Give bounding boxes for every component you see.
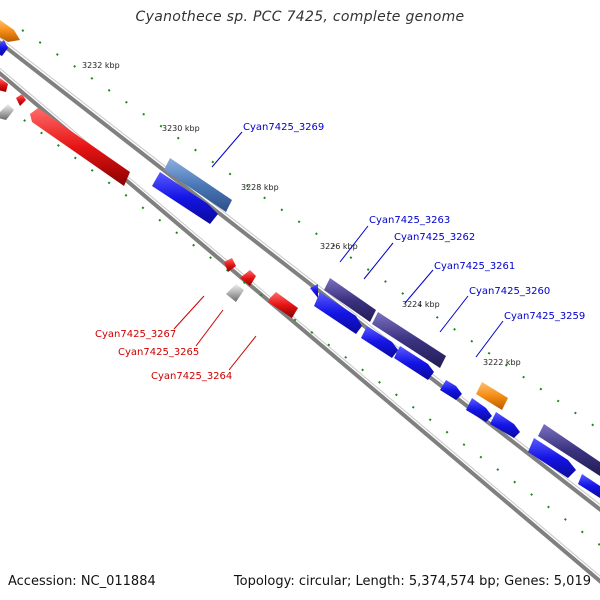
gene-feature[interactable]	[361, 326, 398, 358]
map-title: Cyanothece sp. PCC 7425, complete genome	[135, 9, 465, 25]
genome-summary-text: Topology: circular; Length: 5,374,574 bp…	[233, 574, 591, 589]
gene-feature[interactable]	[372, 312, 446, 368]
gene-feature[interactable]	[324, 278, 376, 322]
plus-strand-features[interactable]	[0, 20, 600, 498]
gene-feature[interactable]	[476, 382, 508, 410]
tick-label: 3222 kbp	[483, 358, 521, 367]
gene-feature[interactable]	[0, 104, 14, 120]
gene-label[interactable]: Cyan7425_3262	[394, 232, 475, 243]
gene-feature[interactable]	[152, 172, 218, 224]
gene-feature[interactable]	[16, 94, 26, 106]
plus-gene-labels	[211, 131, 504, 358]
gene-feature[interactable]	[224, 258, 236, 272]
gene-feature[interactable]	[310, 284, 318, 298]
gene-label[interactable]: Cyan7425_3259	[504, 311, 585, 322]
gene-feature[interactable]	[30, 108, 130, 186]
tick-label: 3226 kbp	[320, 242, 358, 251]
gene-feature[interactable]	[268, 292, 298, 318]
gene-label[interactable]: Cyan7425_3263	[369, 215, 450, 226]
gene-feature[interactable]	[490, 412, 520, 438]
tick-label: 3228 kbp	[241, 183, 279, 192]
gene-feature[interactable]	[0, 78, 8, 92]
accession-text: Accession: NC_011884	[8, 574, 156, 589]
gene-feature[interactable]	[314, 292, 362, 334]
gene-feature[interactable]	[528, 438, 576, 478]
gene-feature[interactable]	[240, 270, 256, 286]
gene-label[interactable]: Cyan7425_3264	[151, 371, 232, 382]
gene-label[interactable]: Cyan7425_3269	[243, 122, 324, 133]
scale-labels: 3232 kbp 3230 kbp 3228 kbp 3226 kbp 3224…	[82, 61, 521, 367]
gene-feature[interactable]	[164, 158, 232, 212]
gene-label[interactable]: Cyan7425_3267	[95, 329, 176, 340]
gene-label[interactable]: Cyan7425_3265	[118, 347, 199, 358]
tick-label: 3230 kbp	[162, 124, 200, 133]
gene-feature[interactable]	[0, 40, 8, 56]
scale-ticks	[0, 29, 600, 546]
gene-feature[interactable]	[226, 284, 244, 302]
gene-feature[interactable]	[578, 474, 600, 498]
tick-label: 3232 kbp	[82, 61, 120, 70]
tick-label: 3224 kbp	[402, 300, 440, 309]
gene-label[interactable]: Cyan7425_3260	[469, 286, 550, 297]
gene-feature[interactable]	[440, 380, 462, 400]
gene-feature[interactable]	[466, 398, 492, 422]
minus-gene-label-texts: Cyan7425_3267 Cyan7425_3265 Cyan7425_326…	[95, 329, 232, 382]
gene-feature[interactable]	[0, 20, 20, 42]
gene-feature[interactable]	[394, 346, 434, 380]
minus-strand-features[interactable]	[0, 78, 298, 318]
plus-gene-label-texts: Cyan7425_3269 Cyan7425_3263 Cyan7425_326…	[243, 122, 585, 322]
gene-label[interactable]: Cyan7425_3261	[434, 261, 515, 272]
gene-feature[interactable]	[538, 424, 600, 476]
minus-gene-labels	[173, 295, 257, 371]
